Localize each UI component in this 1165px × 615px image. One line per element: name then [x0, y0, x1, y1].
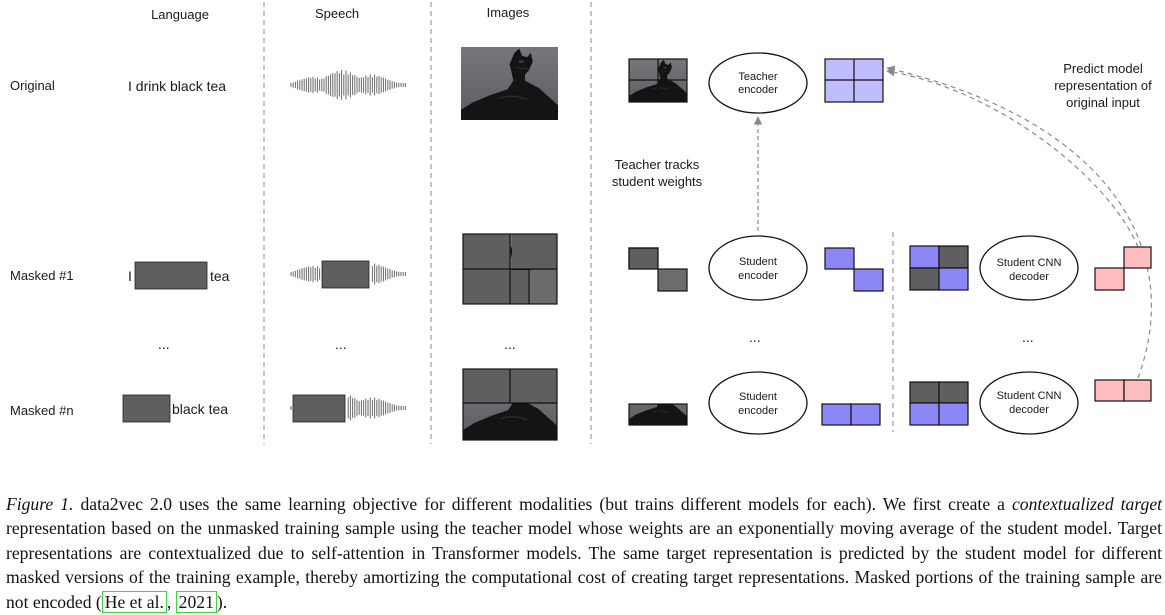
teacher-target-grid — [824, 58, 884, 103]
citation-year-link[interactable]: 2021 — [175, 590, 217, 613]
row-label-masked-n: Masked #n — [10, 403, 74, 418]
teacher-tracks-label-1: Teacher tracks — [615, 157, 700, 172]
caption-text-1: data2vec 2.0 uses the same learning obje… — [73, 493, 1012, 514]
student-encoder-maskedn-label-2: encoder — [738, 405, 778, 417]
speech-masked1-waveform — [290, 263, 406, 285]
student-decoder-maskedn-label-2: decoder — [1009, 404, 1049, 416]
caption-text-3: ). — [216, 591, 228, 612]
decoder-input-masked1 — [909, 245, 969, 291]
image-maskedn — [462, 368, 558, 441]
row-label-original: Original — [10, 78, 55, 93]
student-output-maskedn — [821, 403, 881, 426]
language-maskedn-mask — [122, 394, 171, 423]
student-encoder-maskedn-label-1: Student — [739, 391, 777, 403]
column-header-language: Language — [151, 7, 209, 22]
predict-note-3: original input — [1066, 95, 1140, 110]
row-label-masked-1: Masked #1 — [10, 268, 74, 283]
caption-cite-sep: , — [166, 591, 176, 612]
language-original-text: I drink black tea — [128, 78, 226, 94]
student-decoder-masked1-label-2: decoder — [1009, 271, 1049, 283]
predict-arrow-masked1 — [886, 68, 1139, 248]
student-ellipsis: ... — [749, 329, 761, 345]
speech-ellipsis: ... — [335, 336, 347, 352]
column-header-speech: Speech — [315, 6, 359, 21]
decoder-output-masked1 — [1094, 246, 1152, 291]
decoder-ellipsis: ... — [1022, 329, 1034, 345]
speech-maskedn-mask — [292, 394, 346, 423]
teacher-encoder-label-1: Teacher — [738, 71, 777, 83]
student-encoder-masked1 — [708, 235, 808, 301]
predict-note-1: Predict model — [1063, 61, 1143, 76]
caption-label: Figure 1. — [6, 493, 74, 514]
language-masked1-prefix: I — [128, 268, 132, 284]
student-input-maskedn — [628, 403, 688, 426]
image-original-dog — [461, 47, 558, 120]
language-masked1-suffix: tea — [210, 268, 230, 284]
column-header-images: Images — [487, 5, 530, 20]
speech-original-waveform — [290, 70, 406, 100]
student-decoder-maskedn-label-1: Student CNN — [997, 390, 1062, 402]
teacher-encoder-ellipse — [708, 52, 808, 114]
predict-note-2: representation of — [1054, 78, 1152, 93]
predict-arrow-maskedn — [886, 65, 1152, 379]
language-masked1-mask — [134, 261, 208, 290]
student-output-masked1 — [824, 247, 884, 292]
teacher-encoder-label-2: encoder — [738, 84, 778, 96]
decoder-output-maskedn — [1094, 379, 1152, 402]
decoder-input-maskedn — [909, 381, 969, 426]
teacher-input-image — [628, 58, 688, 103]
citation-author-link[interactable]: He et al. — [101, 590, 167, 613]
caption-emphasis: contextualized target — [1012, 493, 1163, 514]
teacher-tracks-label-2: student weights — [612, 174, 703, 189]
images-ellipsis: ... — [504, 336, 516, 352]
data2vec-figure: Language Speech Images Original Masked #… — [10, 2, 1152, 444]
speech-masked1-mask — [321, 260, 370, 289]
student-decoder-maskedn — [979, 371, 1079, 435]
speech-maskedn-waveform — [290, 395, 406, 421]
language-maskedn-suffix: black tea — [172, 401, 228, 417]
language-ellipsis: ... — [158, 336, 170, 352]
student-input-masked1 — [628, 247, 688, 292]
image-masked1 — [462, 233, 558, 305]
student-encoder-masked1-label-1: Student — [739, 256, 777, 268]
student-encoder-maskedn — [708, 371, 808, 435]
figure-caption: Figure 1. data2vec 2.0 uses the same lea… — [6, 492, 1162, 615]
student-encoder-masked1-label-2: encoder — [738, 270, 778, 282]
student-decoder-masked1-label-1: Student CNN — [997, 257, 1062, 269]
student-decoder-masked1 — [979, 235, 1079, 301]
